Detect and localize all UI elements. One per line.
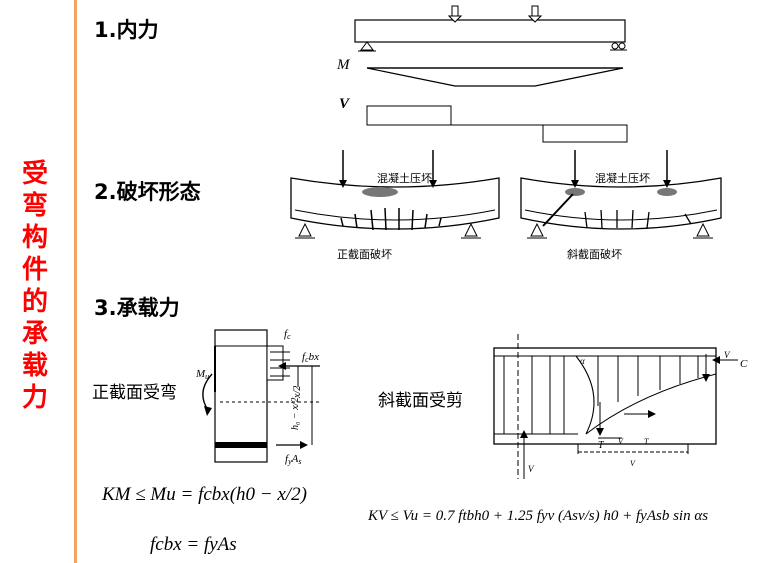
fcbx-label: fcbx bbox=[302, 351, 319, 364]
side-title-char: 构 bbox=[21, 223, 48, 253]
side-title: 受 弯 构 件 的 承 载 力 bbox=[18, 158, 52, 414]
normal-failure-label: 正截面破坏 bbox=[337, 247, 392, 261]
reinforcement bbox=[215, 442, 267, 448]
vsv-label: V bbox=[630, 459, 636, 468]
fc-label: fc bbox=[284, 328, 291, 341]
shear-block-positive bbox=[366, 105, 452, 126]
pin-support bbox=[358, 41, 376, 52]
concrete-crush-label: 混凝土压坏 bbox=[595, 171, 650, 185]
t-label: T bbox=[598, 440, 605, 451]
heading-internal-force: 1.内力 bbox=[94, 18, 159, 42]
crush-zone bbox=[565, 188, 585, 196]
side-title-char: 受 bbox=[21, 159, 48, 189]
heading-failure-mode: 2.破坏形态 bbox=[94, 180, 201, 204]
oblique-shear-caption: 斜截面受剪 bbox=[378, 391, 463, 411]
oblique-section-failure-beam bbox=[520, 150, 722, 239]
side-title-char: 的 bbox=[21, 287, 48, 317]
normal-bending-caption: 正截面受弯 bbox=[92, 383, 177, 403]
fyas-label: fyAs bbox=[285, 453, 301, 466]
moment-diagram bbox=[366, 67, 624, 87]
bending-formula: KM ≤ Mu = fcbx(h0 − x/2) bbox=[102, 484, 307, 505]
side-title-char: 力 bbox=[21, 383, 48, 413]
normal-section-failure-beam bbox=[290, 150, 500, 239]
normal-section-diagram: fc fcbx Mu h₀ − x/2 x/2 fyAs bbox=[195, 328, 320, 466]
alpha-label: α bbox=[580, 356, 585, 366]
moment-label: M bbox=[336, 57, 351, 73]
c-label: C bbox=[740, 358, 748, 370]
side-title-char: 弯 bbox=[21, 191, 48, 221]
bending-equilibrium-formula: fcbx = fyAs bbox=[150, 534, 237, 555]
oblique-failure-label: 斜截面破坏 bbox=[567, 247, 622, 261]
shear-label: V bbox=[339, 96, 351, 112]
load-arrow bbox=[447, 5, 463, 23]
vu-label: V bbox=[528, 464, 535, 474]
vsb-label: V bbox=[618, 437, 624, 446]
shear-formula: KV ≤ Vu = 0.7 ftbh0 + 1.25 fyv (Asv/s) h… bbox=[368, 508, 709, 524]
vc-label: V bbox=[724, 350, 731, 360]
tsb-label: T bbox=[644, 437, 649, 446]
beam-segment bbox=[493, 347, 717, 445]
x2-label: x/2 bbox=[292, 386, 303, 399]
oblique-section-diagram: α V C T V T V V bbox=[493, 334, 748, 479]
side-title-char: 承 bbox=[21, 319, 48, 349]
side-title-char: 载 bbox=[21, 351, 48, 381]
heading-capacity: 3.承载力 bbox=[94, 296, 180, 320]
lever-arm-label: h₀ − x/2 bbox=[290, 398, 301, 430]
oblique-crack bbox=[575, 355, 595, 435]
crush-zone bbox=[657, 188, 677, 196]
crush-zone bbox=[362, 187, 398, 197]
mu-label: Mu bbox=[195, 368, 209, 381]
roller-support bbox=[610, 42, 627, 51]
section-outline bbox=[214, 329, 268, 463]
concrete-crush-label: 混凝土压坏 bbox=[377, 171, 432, 185]
internal-force-diagram: M V bbox=[336, 5, 628, 143]
vertical-divider bbox=[74, 0, 77, 563]
side-title-char: 件 bbox=[21, 255, 48, 285]
failure-mode-diagrams: 混凝土压坏 正截面破坏 混凝土压坏 斜截面破坏 bbox=[290, 150, 722, 261]
load-arrow bbox=[527, 5, 543, 23]
beam bbox=[354, 19, 626, 43]
shear-block-negative bbox=[542, 124, 628, 143]
